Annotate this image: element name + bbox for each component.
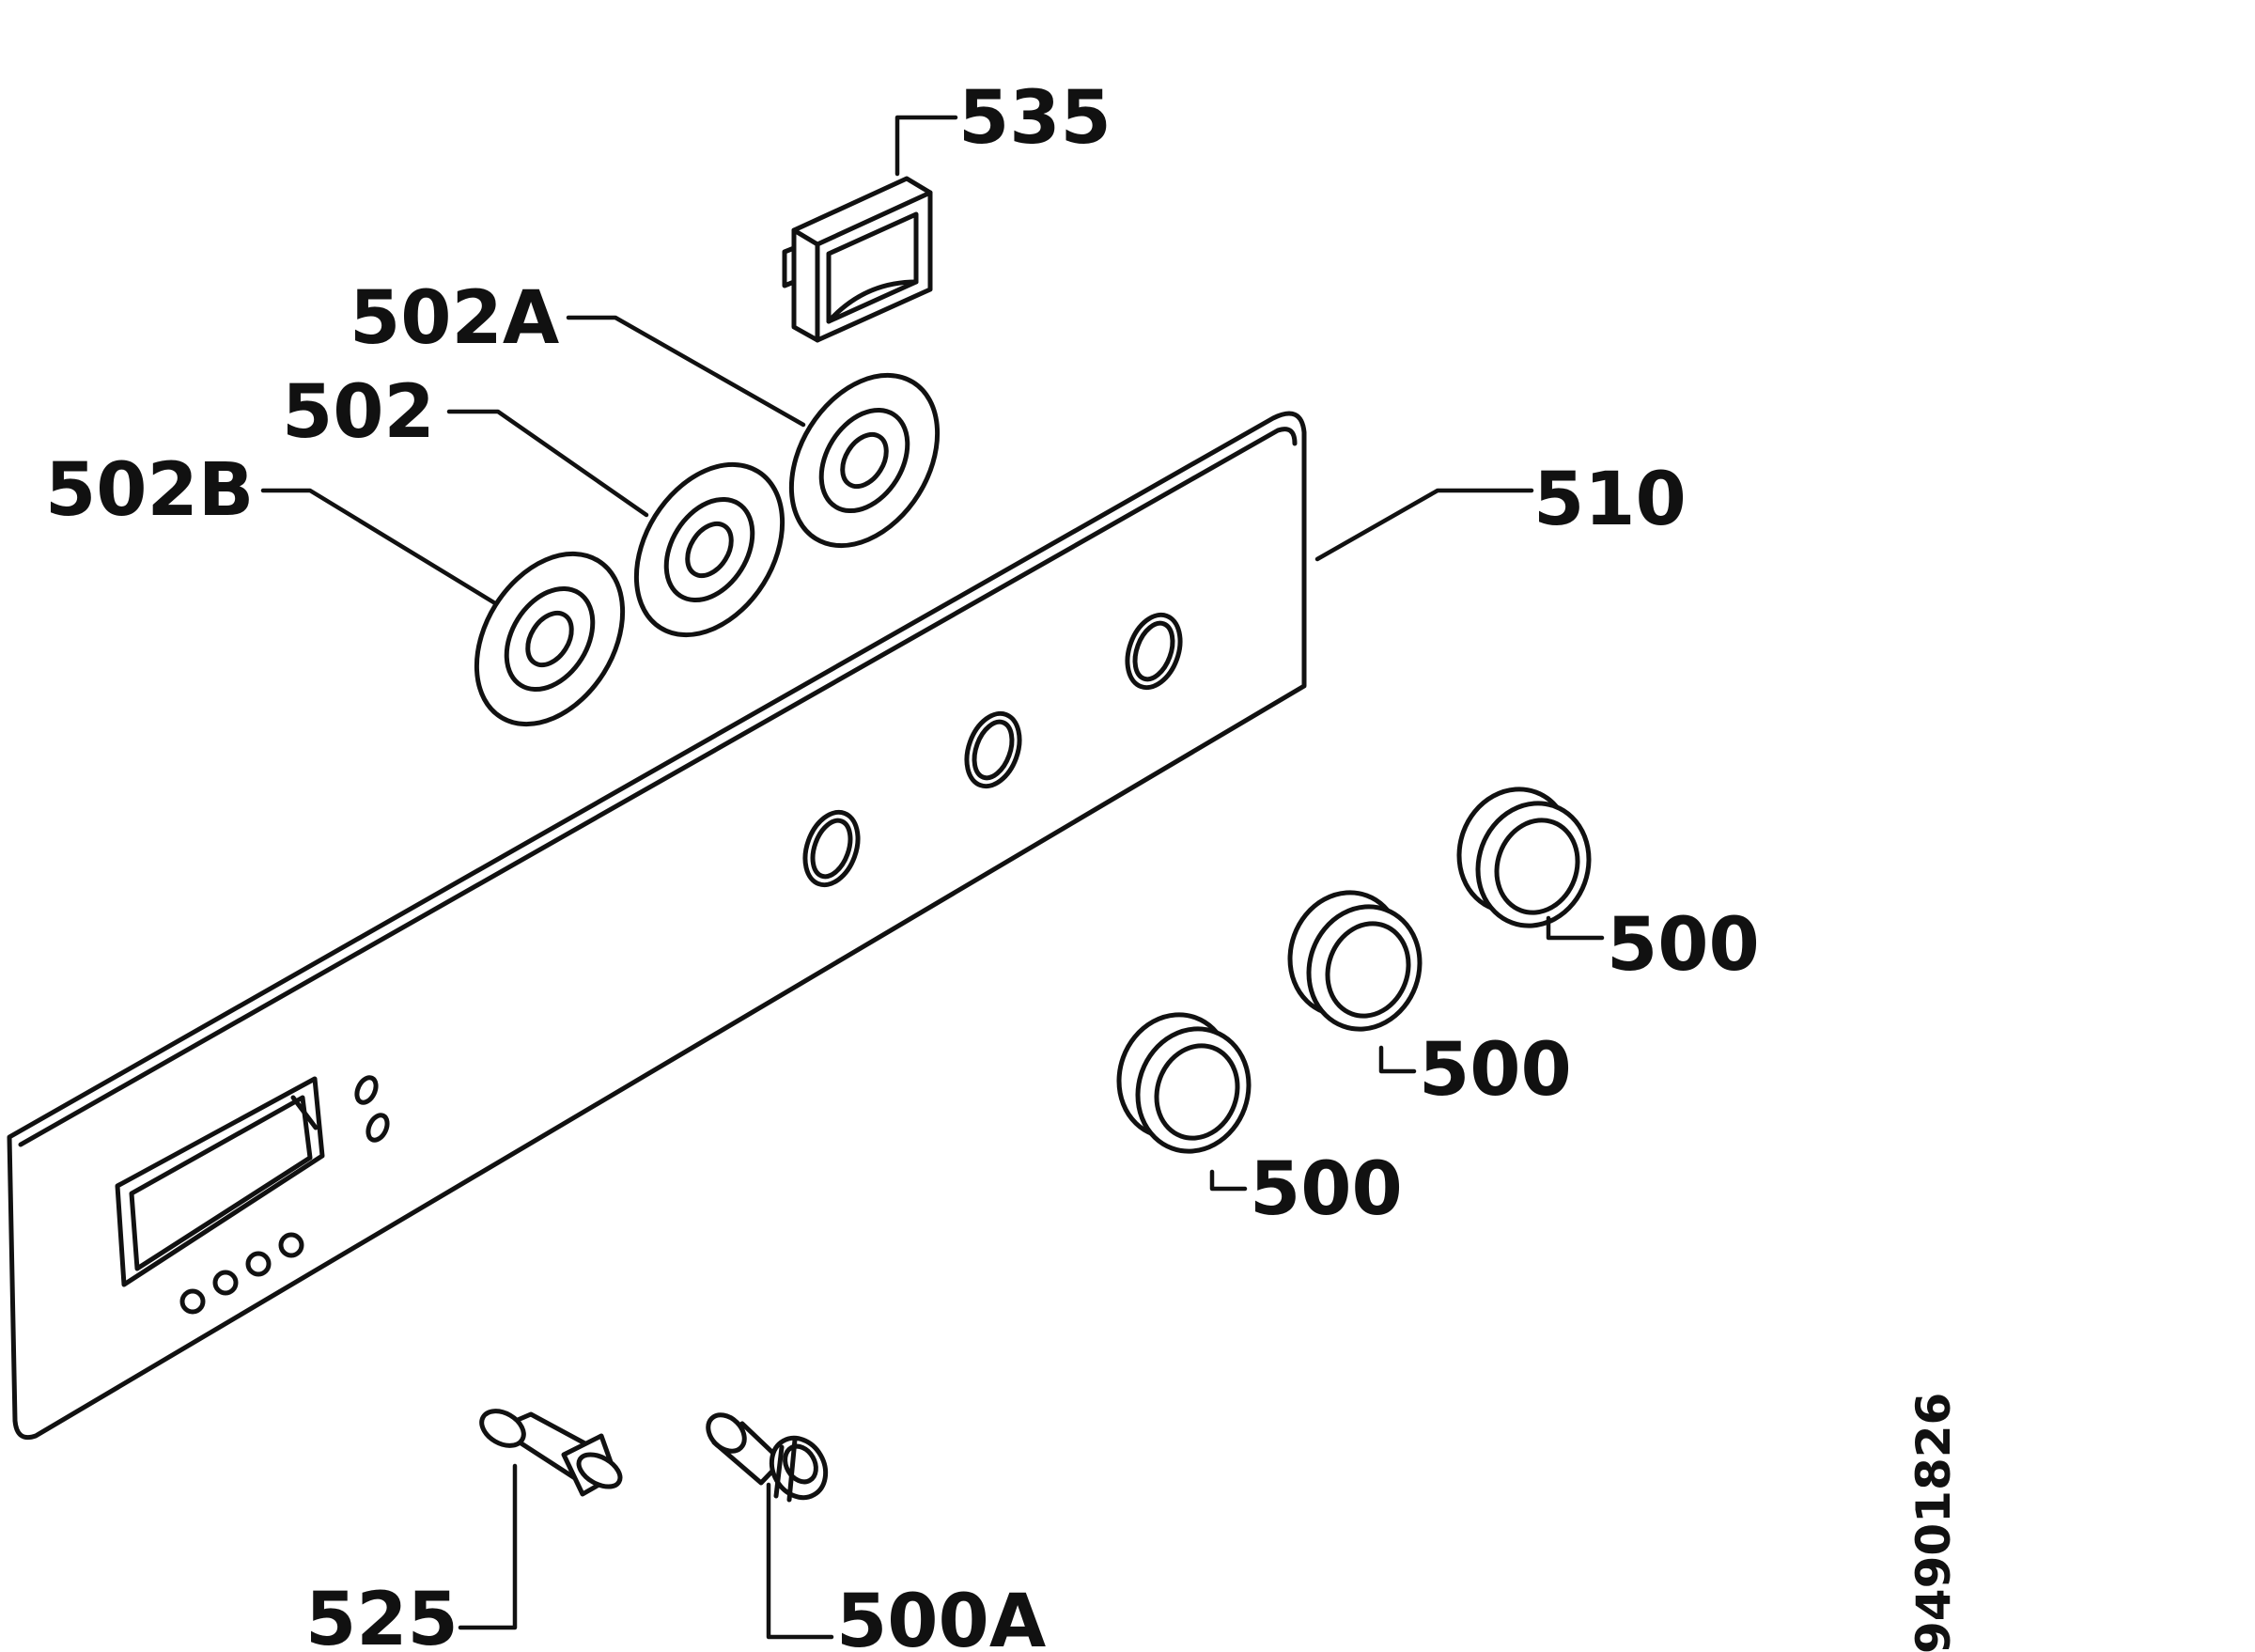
callout-500-left: 500	[1250, 1147, 1403, 1232]
knob-500-middle	[1287, 890, 1423, 1032]
callout-535: 535	[958, 76, 1112, 161]
disc-502	[633, 461, 785, 638]
callout-525: 525	[305, 1578, 459, 1652]
knob-500-left	[1116, 1012, 1252, 1154]
leader-lines	[260, 115, 1605, 1640]
spindle-500a	[706, 1412, 829, 1503]
callout-500-middle: 500	[1419, 1028, 1572, 1113]
callout-502: 502	[282, 370, 435, 455]
disc-502b	[474, 551, 626, 727]
callout-502a: 502A	[350, 276, 559, 361]
fuse-525	[479, 1409, 623, 1497]
disc-502a	[788, 372, 941, 549]
bracket-535	[782, 176, 933, 343]
callout-500-right: 500	[1607, 903, 1760, 988]
callout-510: 510	[1533, 458, 1687, 542]
control-panel-510	[7, 411, 1307, 1441]
knob-500-right	[1456, 787, 1592, 928]
document-number: 94901826	[1906, 1393, 1961, 1652]
callout-502b: 502B	[45, 448, 254, 533]
callout-500a: 500A	[836, 1580, 1046, 1652]
